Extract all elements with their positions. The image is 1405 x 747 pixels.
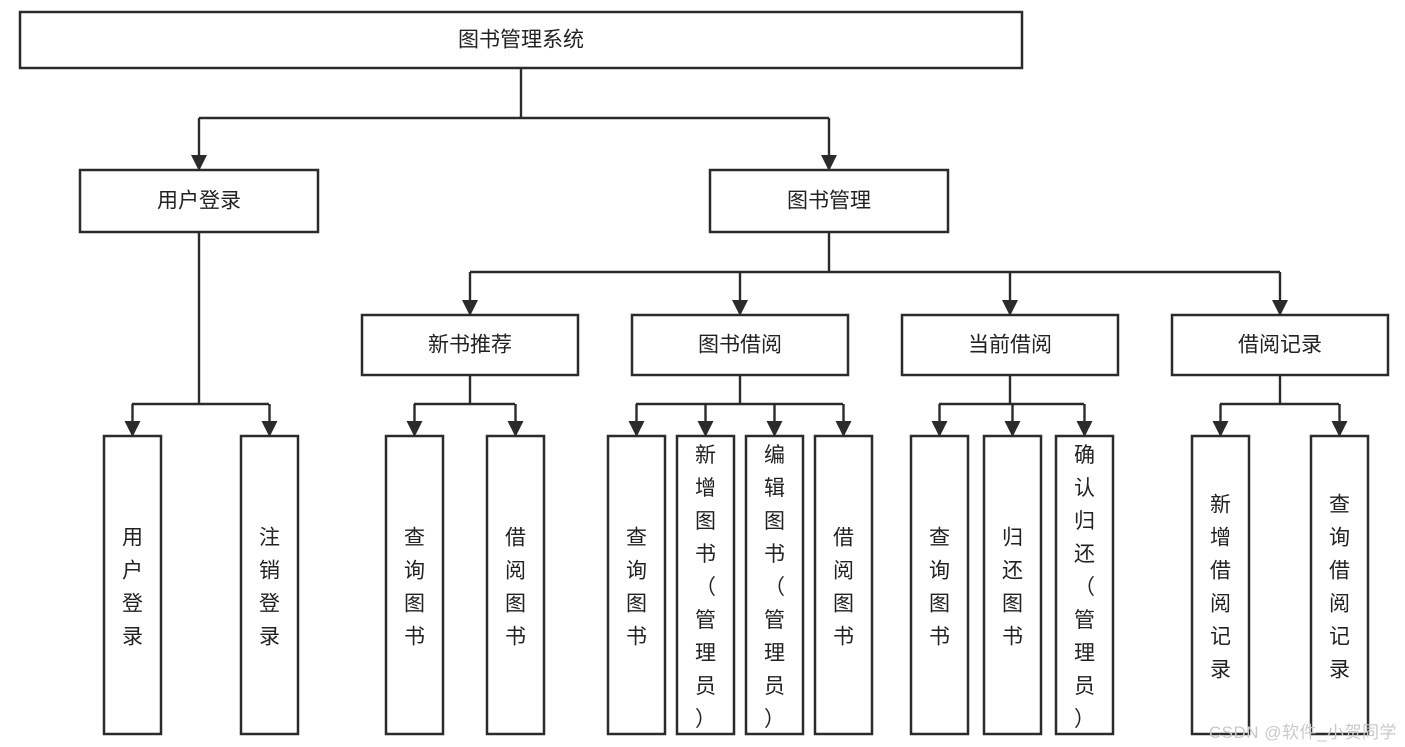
connector-bus-book-manage: [470, 232, 1280, 274]
edge-book-borrow-to-leaf-add-book-admin: [697, 404, 714, 437]
edge-root-to-book-manage: [821, 118, 837, 171]
leaf-label-leaf-borrow-book-1: 借阅图书: [505, 527, 526, 649]
node-root[interactable]: 图书管理系统: [18, 10, 1024, 70]
leaf-label-leaf-query-book-2: 查询图书: [626, 527, 647, 649]
node-label-root: 图书管理系统: [458, 29, 584, 52]
leaf-label-leaf-query-borrow-record: 查询借阅记录: [1329, 494, 1350, 682]
leaf-leaf-query-book-1[interactable]: 查询图书: [384, 434, 445, 736]
node-label-current-borrow: 当前借阅: [968, 334, 1052, 357]
edge-user-login-to-leaf-logout-login: [261, 404, 278, 437]
leaf-leaf-borrow-book-2[interactable]: 借阅图书: [813, 434, 874, 736]
node-book-manage[interactable]: 图书管理: [708, 168, 950, 234]
connector-bus-new-book: [414, 375, 515, 406]
leaf-leaf-confirm-return-admin[interactable]: 确认归还（管理员）: [1054, 434, 1115, 736]
edge-book-borrow-to-leaf-query-book-2: [628, 404, 645, 437]
edge-current-borrow-to-leaf-confirm-return-admin: [1076, 404, 1093, 437]
edge-new-book-recommend-to-leaf-query-book-1: [406, 404, 423, 437]
leaf-leaf-logout-login[interactable]: 注销登录: [239, 434, 300, 736]
edge-root-to-user-login: [191, 118, 207, 171]
leaf-label-leaf-query-book-1: 查询图书: [404, 527, 425, 649]
edge-borrow-record-to-leaf-query-borrow-record: [1331, 404, 1348, 437]
leaf-label-leaf-return-book: 归还图书: [1002, 527, 1023, 649]
edge-current-borrow-to-leaf-query-book-3: [931, 404, 948, 437]
edge-book-borrow-to-leaf-borrow-book-2: [835, 404, 852, 437]
connector-bus-user-login: [132, 232, 269, 406]
edge-book-manage-to-borrow-record: [1272, 272, 1288, 316]
edge-book-manage-to-book-borrow: [732, 272, 748, 316]
node-label-new-book-recommend: 新书推荐: [428, 334, 512, 357]
leaf-leaf-query-borrow-record[interactable]: 查询借阅记录: [1309, 434, 1370, 736]
leaf-leaf-edit-book-admin[interactable]: 编辑图书（管理员）: [744, 434, 805, 736]
leaf-label-leaf-add-borrow-record: 新增借阅记录: [1210, 494, 1231, 682]
connector-bus-borrow-record: [1220, 375, 1339, 406]
leaf-label-leaf-edit-book-admin: 编辑图书（管理员）: [764, 444, 785, 731]
connector-bus-current-borrow: [939, 375, 1084, 406]
leaf-leaf-query-book-3[interactable]: 查询图书: [909, 434, 970, 736]
leaf-label-leaf-borrow-book-2: 借阅图书: [833, 527, 854, 649]
edges-layer: [124, 68, 1348, 437]
leaf-leaf-return-book[interactable]: 归还图书: [982, 434, 1043, 736]
leaf-label-leaf-user-login: 用户登录: [122, 527, 143, 649]
node-borrow-record[interactable]: 借阅记录: [1170, 313, 1390, 377]
leaf-leaf-user-login[interactable]: 用户登录: [102, 434, 163, 736]
leaf-label-leaf-confirm-return-admin: 确认归还（管理员）: [1074, 444, 1095, 731]
edge-book-manage-to-new-book-recommend: [462, 272, 478, 316]
leaf-leaf-borrow-book-1[interactable]: 借阅图书: [485, 434, 546, 736]
node-label-book-manage: 图书管理: [787, 190, 871, 213]
node-book-borrow[interactable]: 图书借阅: [630, 313, 850, 377]
leaf-label-leaf-add-book-admin: 新增图书（管理员）: [695, 444, 716, 731]
node-label-user-login: 用户登录: [157, 190, 241, 213]
connector-bus-root: [199, 68, 829, 120]
edge-book-borrow-to-leaf-edit-book-admin: [766, 404, 783, 437]
edge-borrow-record-to-leaf-add-borrow-record: [1212, 404, 1229, 437]
node-current-borrow[interactable]: 当前借阅: [900, 313, 1120, 377]
leaf-leaf-add-book-admin[interactable]: 新增图书（管理员）: [675, 434, 736, 736]
edge-book-manage-to-current-borrow: [1002, 272, 1018, 316]
leaf-leaf-query-book-2[interactable]: 查询图书: [606, 434, 667, 736]
edge-user-login-to-leaf-user-login: [124, 404, 141, 437]
csdn-watermark: CSDN @软件_小贺同学: [1208, 723, 1397, 742]
edge-current-borrow-to-leaf-return-book: [1004, 404, 1021, 437]
connector-bus-book-borrow: [636, 375, 843, 406]
leaf-label-leaf-query-book-3: 查询图书: [929, 527, 950, 649]
leaf-label-leaf-logout-login: 注销登录: [259, 527, 280, 649]
node-new-book-recommend[interactable]: 新书推荐: [360, 313, 580, 377]
node-label-borrow-record: 借阅记录: [1238, 334, 1322, 357]
leaf-leaf-add-borrow-record[interactable]: 新增借阅记录: [1190, 434, 1251, 736]
node-label-book-borrow: 图书借阅: [698, 334, 782, 357]
edge-new-book-recommend-to-leaf-borrow-book-1: [507, 404, 524, 437]
node-user-login[interactable]: 用户登录: [78, 168, 320, 234]
nodes-layer: 图书管理系统用户登录图书管理新书推荐图书借阅当前借阅借阅记录用户登录注销登录查询…: [18, 10, 1390, 736]
